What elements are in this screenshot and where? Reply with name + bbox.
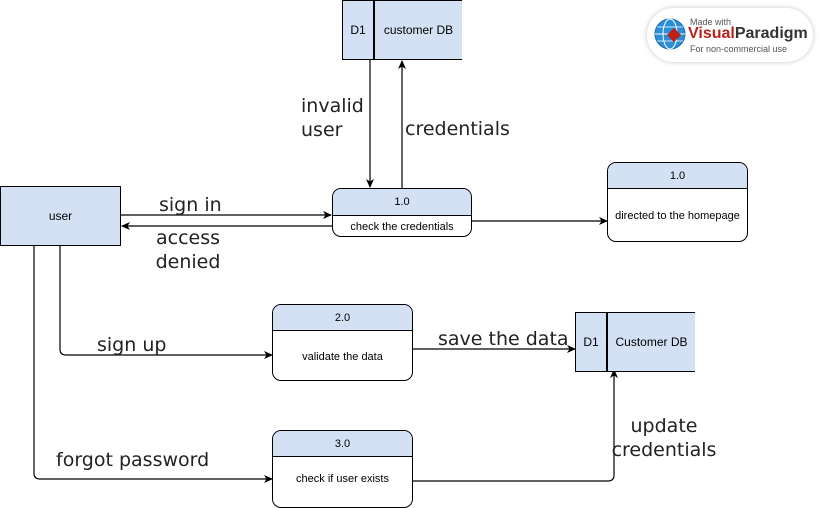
- process-id: 3.0: [273, 431, 412, 457]
- process-label: directed to the homepage: [615, 210, 740, 222]
- process-label: check if user exists: [296, 473, 389, 485]
- flow-label-sign-up: sign up: [97, 334, 167, 356]
- flow-label-credentials: credentials: [405, 118, 510, 140]
- process-check-user-exists[interactable]: 3.0 check if user exists: [272, 430, 413, 508]
- flow-label-forgot-password: forgot password: [56, 449, 210, 471]
- watermark-paradigm: Paradigm: [734, 25, 808, 42]
- store-id: D1: [343, 1, 375, 59]
- process-directed-homepage[interactable]: 1.0 directed to the homepage: [607, 162, 748, 242]
- store-name: customer DB: [383, 23, 454, 37]
- data-store-customer-db-2[interactable]: D1 Customer DB: [575, 312, 695, 372]
- external-entity-label: user: [48, 209, 73, 223]
- watermark-note: For non-commercial use: [690, 44, 788, 54]
- flow-sign-up: [59, 246, 273, 359]
- process-id: 1.0: [333, 189, 471, 216]
- flow-forgot-password: [33, 246, 273, 483]
- globe-icon: [654, 18, 686, 50]
- process-id: 1.0: [608, 163, 747, 189]
- process-label: check the credentials: [350, 220, 454, 233]
- flow-label-sign-in: sign in: [159, 194, 222, 216]
- process-id: 2.0: [273, 305, 412, 331]
- watermark-visual: Visual: [688, 25, 735, 42]
- process-validate-data[interactable]: 2.0 validate the data: [272, 304, 413, 381]
- watermark-brand: VisualParadigm: [688, 25, 808, 43]
- store-name: Customer DB: [615, 335, 688, 349]
- watermark-made-with: Made with: [690, 17, 732, 27]
- flow-label-save-data: save the data: [438, 328, 569, 350]
- flow-label-access-denied: access denied: [155, 227, 221, 273]
- data-store-customer-db[interactable]: D1 customer DB: [342, 0, 462, 60]
- process-check-credentials[interactable]: 1.0 check the credentials: [332, 188, 472, 237]
- process-label: validate the data: [302, 350, 383, 363]
- store-id: D1: [576, 313, 608, 371]
- visual-paradigm-watermark: Made with VisualParadigm For non-commerc…: [647, 8, 813, 62]
- flow-update-credentials: [412, 369, 618, 482]
- flow-label-update-credentials: update credentials: [611, 415, 717, 461]
- external-entity-user[interactable]: user: [0, 186, 121, 246]
- flow-label-invalid-user-text: invalid user: [301, 94, 364, 142]
